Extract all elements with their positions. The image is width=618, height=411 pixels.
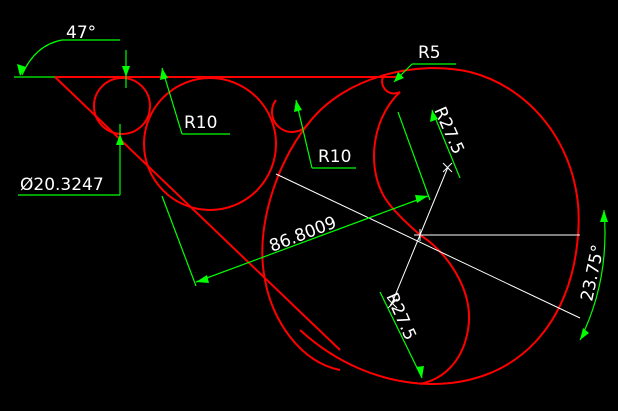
inner-arc-r27-5-bottom (419, 234, 471, 385)
dim-angle-23-75-arc (579, 209, 606, 341)
label-r10-fillet: R10 (318, 147, 351, 167)
arrow-r5 (394, 72, 404, 82)
outer-arc-left (261, 123, 341, 371)
arrow-length-2 (415, 195, 428, 203)
arrow-length-1 (196, 275, 209, 283)
centerlines (275, 166, 581, 319)
dim-length-line (195, 195, 429, 283)
dim-r27-5-b-leader (379, 291, 423, 379)
dim-length-ext-1 (161, 195, 197, 287)
left-slant-line (54, 76, 341, 351)
small-circle-d20 (93, 77, 151, 135)
arrow-r10-fillet (294, 100, 302, 112)
arrow-dia-bottom (116, 134, 124, 145)
label-angle-47: 47° (66, 23, 96, 43)
dim-angle-47-arc (21, 39, 63, 76)
label-r5: R5 (418, 43, 441, 63)
label-angle-23-75: 23.75° (577, 243, 608, 303)
radius-line-r27-5-a (419, 166, 449, 236)
dim-r27-5-a-leader (431, 109, 461, 179)
circle-r10-left (143, 77, 277, 211)
arrow-r27-5-b (416, 366, 424, 378)
dim-r10-left-leader (161, 67, 183, 135)
arrow-r10-left (160, 68, 168, 80)
label-r27-5-a: R27.5 (429, 104, 467, 158)
arrow-angle-47 (17, 64, 26, 76)
dimension-arrows (17, 64, 608, 378)
dim-length-ext-2 (397, 111, 431, 201)
geometry (54, 67, 580, 386)
dim-r10-fillet-leader (295, 99, 313, 169)
arrow-dia-top (122, 66, 130, 77)
inner-arc-r27-5-top (373, 91, 421, 236)
angled-centerline (275, 173, 581, 319)
fillet-r10 (271, 99, 309, 133)
label-length: 86.8009 (267, 213, 340, 257)
dimensions (14, 39, 606, 379)
center-marks (387, 162, 453, 309)
arrow-angle-23-top (600, 210, 608, 222)
label-r10-left: R10 (184, 113, 217, 133)
center-mark-a2 (442, 162, 453, 173)
arrow-angle-23-bottom (580, 328, 589, 340)
center-mark-b2 (387, 298, 398, 309)
arrow-r27-5-a (430, 110, 438, 122)
label-diameter: Ø20.3247 (20, 175, 104, 195)
fillet-r5 (381, 76, 401, 95)
label-r27-5-b: R27.5 (381, 290, 419, 344)
radius-line-r27-5-b (391, 234, 421, 304)
